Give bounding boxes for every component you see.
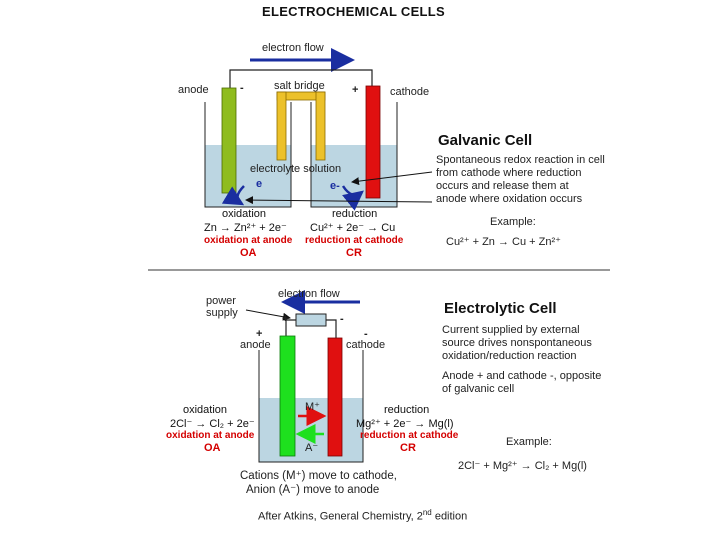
electrolytic-minus-top: - (340, 313, 344, 325)
electrolytic-wire-right (326, 319, 337, 338)
galvanic-wire (229, 69, 373, 90)
electrolytic-cathode-electrode (327, 337, 343, 457)
galvanic-electron-flow-label: electron flow (262, 42, 324, 54)
electrolytic-oxidation-at: oxidation at anode (166, 430, 255, 441)
source-text: After Atkins, General Chemistry, 2 (258, 510, 423, 523)
galvanic-e-arrow-left (221, 185, 245, 206)
page-title: ELECTROCHEMICAL CELLS (262, 4, 446, 19)
galvanic-oxidation-at: oxidation at anode (204, 235, 293, 246)
galvanic-pointer-reduction (351, 171, 433, 186)
electrolytic-anode-label: anode (240, 339, 271, 351)
galvanic-oa: OA (240, 247, 257, 259)
galvanic-reduction-eq: Cu²⁺ + 2e⁻ → Cu (310, 222, 396, 234)
electrolytic-plus-anode: + (256, 328, 263, 340)
galvanic-anode-sign: - (240, 82, 244, 94)
cation-label: M⁺ (305, 401, 320, 413)
galvanic-example-eq: Cu²⁺ + Zn → Cu + Zn²⁺ (446, 236, 561, 248)
source-tail: edition (431, 510, 468, 523)
electrolyte-label: electrolyte solution (250, 163, 342, 175)
galvanic-anode-electrode (221, 87, 237, 194)
electrolytic-desc-line: Anode + and cathode -, opposite (442, 370, 602, 382)
power-supply-label-1: power (206, 295, 236, 307)
electrolytic-oxidation-eq: 2Cl⁻ → Cl₂ + 2e⁻ (170, 418, 255, 430)
galvanic-cathode-electrode (365, 85, 381, 199)
galvanic-e-arrow-right (341, 185, 364, 211)
battery (295, 313, 327, 327)
galvanic-desc-line: from cathode where reduction (436, 167, 582, 179)
power-supply-label-2: supply (206, 307, 238, 319)
galvanic-pointer-oxidation (245, 196, 433, 205)
electrolytic-beaker (258, 350, 364, 463)
galvanic-oxidation-eq: Zn → Zn²⁺ + 2e⁻ (204, 222, 287, 234)
electrolytic-desc-line: source drives nonspontaneous (442, 337, 592, 349)
electrolytic-heading: Electrolytic Cell (444, 300, 557, 317)
electrolytic-reduction-label: reduction (384, 404, 430, 416)
salt-bridge-left-leg (276, 91, 287, 161)
electrolytic-desc-line: oxidation/reduction reaction (442, 350, 577, 362)
ion-caption-2: Anion (A⁻) move to anode (246, 484, 380, 496)
galvanic-cathode-sign: + (352, 84, 359, 96)
galvanic-beaker-left (204, 102, 292, 208)
electrolytic-desc-line: Current supplied by external (442, 324, 580, 336)
galvanic-reduction-label: reduction (332, 208, 378, 220)
electrolytic-plus-top: + (282, 313, 289, 325)
electrolytic-cathode-label: cathode (346, 339, 386, 351)
electrolytic-electron-flow-label: electron flow (278, 288, 340, 300)
salt-bridge-label: salt bridge (274, 80, 325, 92)
electrolytic-cr: CR (400, 442, 416, 454)
galvanic-desc-line: anode where oxidation occurs (436, 193, 583, 205)
electrolytic-wire-left (285, 319, 296, 336)
galvanic-description: Spontaneous redox reaction in cell from … (436, 154, 605, 206)
galvanic-oxidation-label: oxidation (222, 208, 267, 220)
electrolytic-description-1: Current supplied by external source driv… (442, 324, 592, 363)
electrolytic-oa: OA (204, 442, 221, 454)
power-supply-pointer (245, 309, 291, 321)
electrolytic-description-2: Anode + and cathode -, opposite of galva… (442, 370, 601, 396)
galvanic-heading: Galvanic Cell (438, 132, 533, 149)
anion-label: A⁻ (305, 442, 319, 454)
galvanic-e-right: e- (330, 180, 340, 192)
electrolytic-anode-electrode (279, 335, 296, 457)
source-citation: After Atkins, General Chemistry, 2nd edi… (258, 506, 467, 524)
salt-bridge-right-leg (315, 91, 326, 161)
galvanic-anode-label: anode (178, 84, 209, 96)
source-sup: nd (422, 508, 432, 517)
galvanic-reduction-at: reduction at cathode (305, 235, 404, 246)
electrolytic-example-eq: 2Cl⁻ + Mg²⁺ → Cl₂ + Mg(l) (458, 460, 587, 472)
electrolytic-example-label: Example: (506, 436, 552, 448)
electrolytic-desc-line: of galvanic cell (442, 383, 515, 395)
electrolytic-reduction-at: reduction at cathode (360, 430, 459, 441)
galvanic-desc-line: Spontaneous redox reaction in cell (436, 154, 605, 166)
electrolytic-minus-cathode: - (364, 328, 368, 340)
ion-caption-1: Cations (M⁺) move to cathode, (240, 470, 397, 482)
galvanic-e-left: e (256, 178, 263, 190)
electrolytic-reduction-eq: Mg²⁺ + 2e⁻ → Mg(l) (356, 418, 454, 430)
electrolytic-oxidation-label: oxidation (183, 404, 228, 416)
galvanic-example-label: Example: (490, 216, 536, 228)
galvanic-cathode-label: cathode (390, 86, 430, 98)
galvanic-cr: CR (346, 247, 362, 259)
galvanic-desc-line: occurs and release them at (436, 180, 569, 192)
